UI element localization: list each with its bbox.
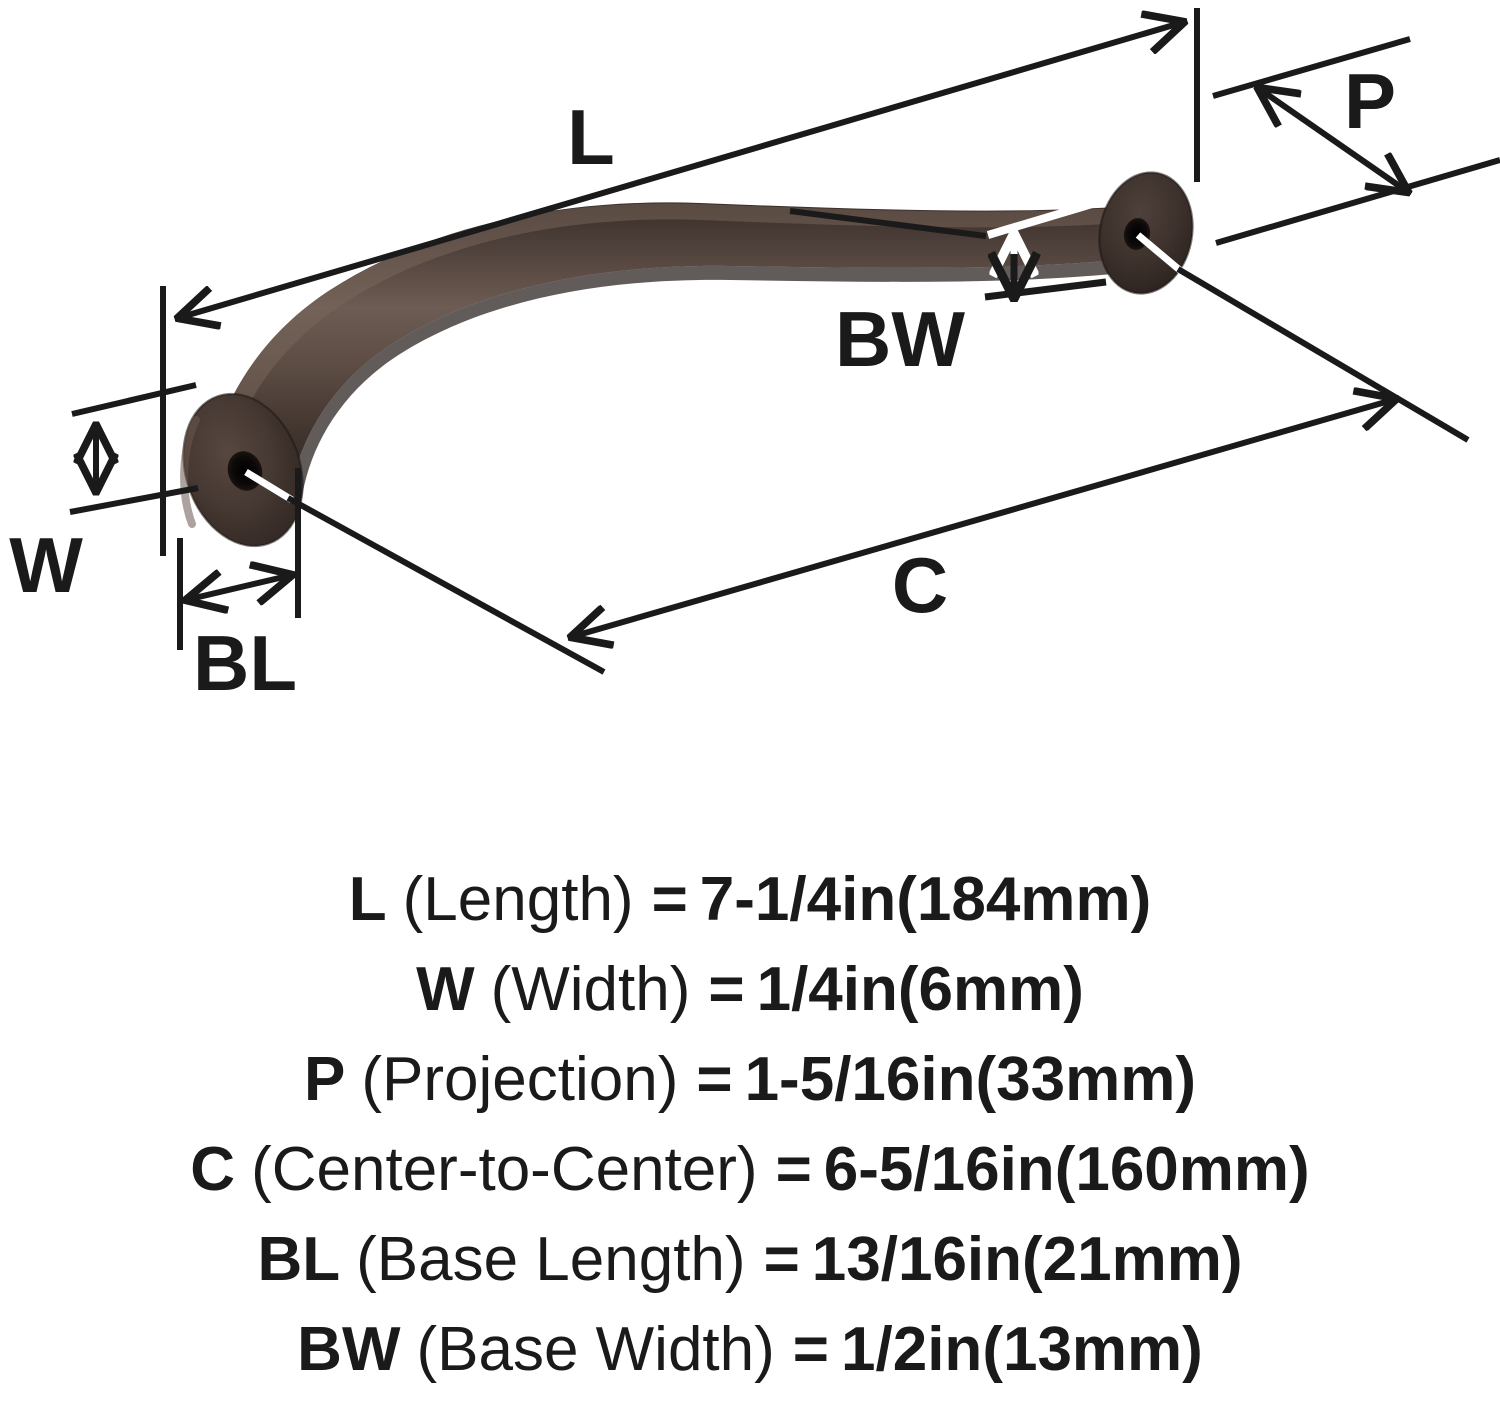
spec-row-center-to-center: C (Center-to-Center) = 6-5/16in (160mm) [0,1125,1500,1215]
spec-name-base-width: (Base Width) [416,1315,775,1384]
dimension-center-to-center: C [244,232,1470,675]
spec-value-in-projection: 1-5/16in [744,1045,976,1114]
projection-dimension-line [1258,88,1408,192]
spec-symbol-length: L [348,865,387,934]
width-extension-upper [71,382,197,417]
spec-symbol-projection: P [304,1045,346,1114]
dimension-label-base-length: BL [193,619,297,707]
spec-symbol-base-length: BL [257,1225,341,1294]
spec-row-base-width: BW (Base Width) = 1/2in (13mm) [0,1305,1500,1395]
spec-value-mm-width: (6mm) [897,955,1084,1024]
width-extension-lower [69,485,199,515]
dimension-length: L [160,8,1200,556]
spec-equals-center-to-center: = [775,1135,812,1204]
dimension-label-length: L [567,93,615,181]
dimension-label-width: W [9,521,83,609]
length-dimension-line [178,22,1184,318]
spec-value-in-center-to-center: 6-5/16in [823,1135,1055,1204]
spec-value-in-length: 7-1/4in [699,865,897,934]
left-screw-hole [227,451,263,491]
spec-value-in-base-length: 13/16in [811,1225,1023,1294]
left-base-rim-light [180,416,200,528]
spec-row-width: W (Width) = 1/4in (6mm) [0,945,1500,1035]
spec-value-mm-length: (184mm) [896,865,1152,934]
base-width-leader [789,208,987,239]
dimension-base-width: BW [789,200,1107,383]
dimension-base-length: BL [177,468,301,707]
spec-equals-base-width: = [792,1315,830,1384]
dimension-label-center-to-center: C [892,541,948,629]
spec-name-base-length: (Base Length) [356,1225,746,1294]
center-leader-left [286,495,606,675]
spec-symbol-width: W [416,955,475,1024]
spec-value-in-base-width: 1/2in [841,1315,983,1384]
dimension-label-projection: P [1344,57,1396,145]
spec-equals-projection: = [696,1045,733,1114]
center-leader-right [1176,266,1470,443]
spec-row-projection: P (Projection) = 1-5/16in (33mm) [0,1035,1500,1125]
spec-symbol-center-to-center: C [190,1135,236,1204]
spec-value-mm-base-width: (13mm) [982,1315,1203,1384]
projection-reference-lower [1215,157,1500,246]
spec-value-mm-base-length: (21mm) [1022,1225,1243,1294]
dimension-width: W [9,382,199,609]
base-width-extension-upper [986,200,1094,239]
spec-equals-length: = [651,865,688,934]
specification-list: L (Length) = 7-1/4in (184mm) W (Width) =… [0,855,1500,1423]
center-leader-right-white [1135,232,1185,275]
spec-equals-width: = [708,955,745,1024]
spec-name-length: (Length) [402,865,634,934]
spec-name-width: (Width) [490,955,691,1024]
spec-name-center-to-center: (Center-to-Center) [251,1135,758,1204]
dimension-projection: P [1212,36,1500,246]
spec-equals-base-length: = [763,1225,800,1294]
spec-row-base-length: BL (Base Length) = 13/16in (21mm) [0,1215,1500,1305]
diagram-canvas: L P [9,8,1500,707]
spec-row-length: L (Length) = 7-1/4in (184mm) [0,855,1500,945]
spec-name-projection: (Projection) [361,1045,679,1114]
dimension-label-base-width: BW [835,295,965,383]
base-length-dimension-line [186,575,292,600]
spec-symbol-base-width: BW [297,1315,401,1384]
center-leader-left-white [244,469,294,503]
center-dimension-line [571,399,1396,637]
product-diagram: L P [9,8,1500,707]
spec-value-mm-projection: (33mm) [975,1045,1196,1114]
spec-value-in-width: 1/4in [756,955,898,1024]
projection-reference-upper [1212,36,1411,99]
spec-value-mm-center-to-center: (160mm) [1054,1135,1310,1204]
